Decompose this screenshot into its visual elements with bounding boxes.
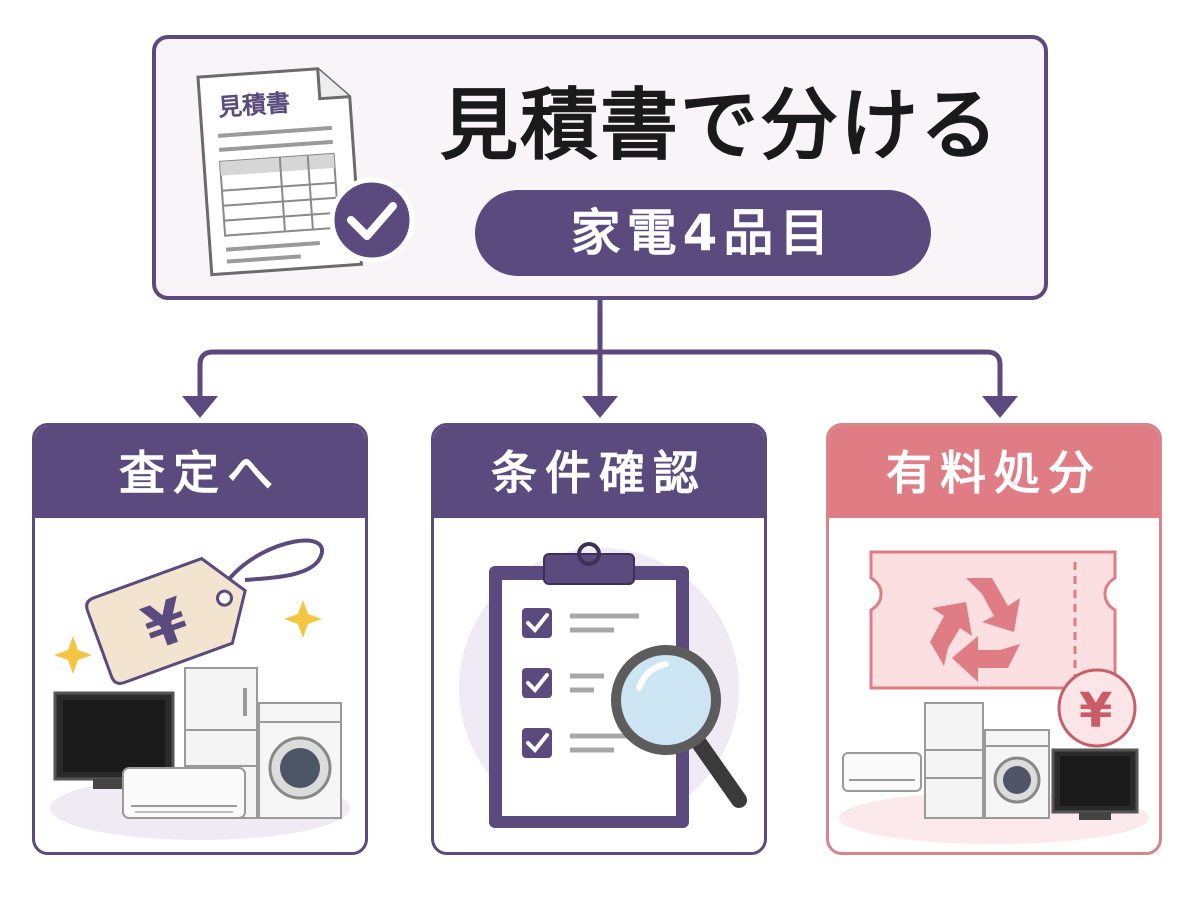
checklist-illustration: [459, 542, 747, 828]
card-check-conditions-title: 条件確認: [434, 426, 764, 518]
disposal-illustration: ¥: [839, 550, 1149, 844]
washing-machine-icon: [984, 729, 1050, 819]
refrigerator-icon: [924, 702, 984, 819]
yen-coin-icon: ¥: [1057, 668, 1137, 748]
card-appraisal[interactable]: 査定へ ¥: [32, 423, 368, 855]
air-conditioner-icon: [122, 767, 246, 819]
washing-machine-icon: [258, 702, 342, 819]
tv-icon: [53, 691, 175, 789]
card-check-conditions[interactable]: 条件確認: [431, 423, 767, 855]
appraisal-illustration: ¥: [50, 538, 350, 840]
category-pill: 家電4品目: [475, 190, 931, 276]
air-conditioner-icon: [842, 752, 922, 792]
doc-label: 見積書: [217, 89, 291, 122]
estimate-document-icon: 見積書: [196, 67, 415, 277]
card-paid-disposal[interactable]: 有料処分 ¥: [826, 423, 1162, 855]
card-paid-disposal-title: 有料処分: [829, 426, 1159, 518]
card-appraisal-title: 査定へ: [35, 426, 365, 518]
check-circle-icon: [329, 177, 415, 263]
yen-coin-symbol: ¥: [1079, 683, 1112, 739]
sparkle-icon: [54, 600, 322, 674]
tv-icon: [1051, 748, 1139, 820]
main-title: 見積書で分ける: [439, 81, 1000, 171]
price-tag-icon: ¥: [85, 538, 324, 685]
magnifier-icon: [611, 645, 747, 808]
recycle-icon: [930, 578, 1020, 682]
checkbox-icons: [522, 608, 639, 758]
